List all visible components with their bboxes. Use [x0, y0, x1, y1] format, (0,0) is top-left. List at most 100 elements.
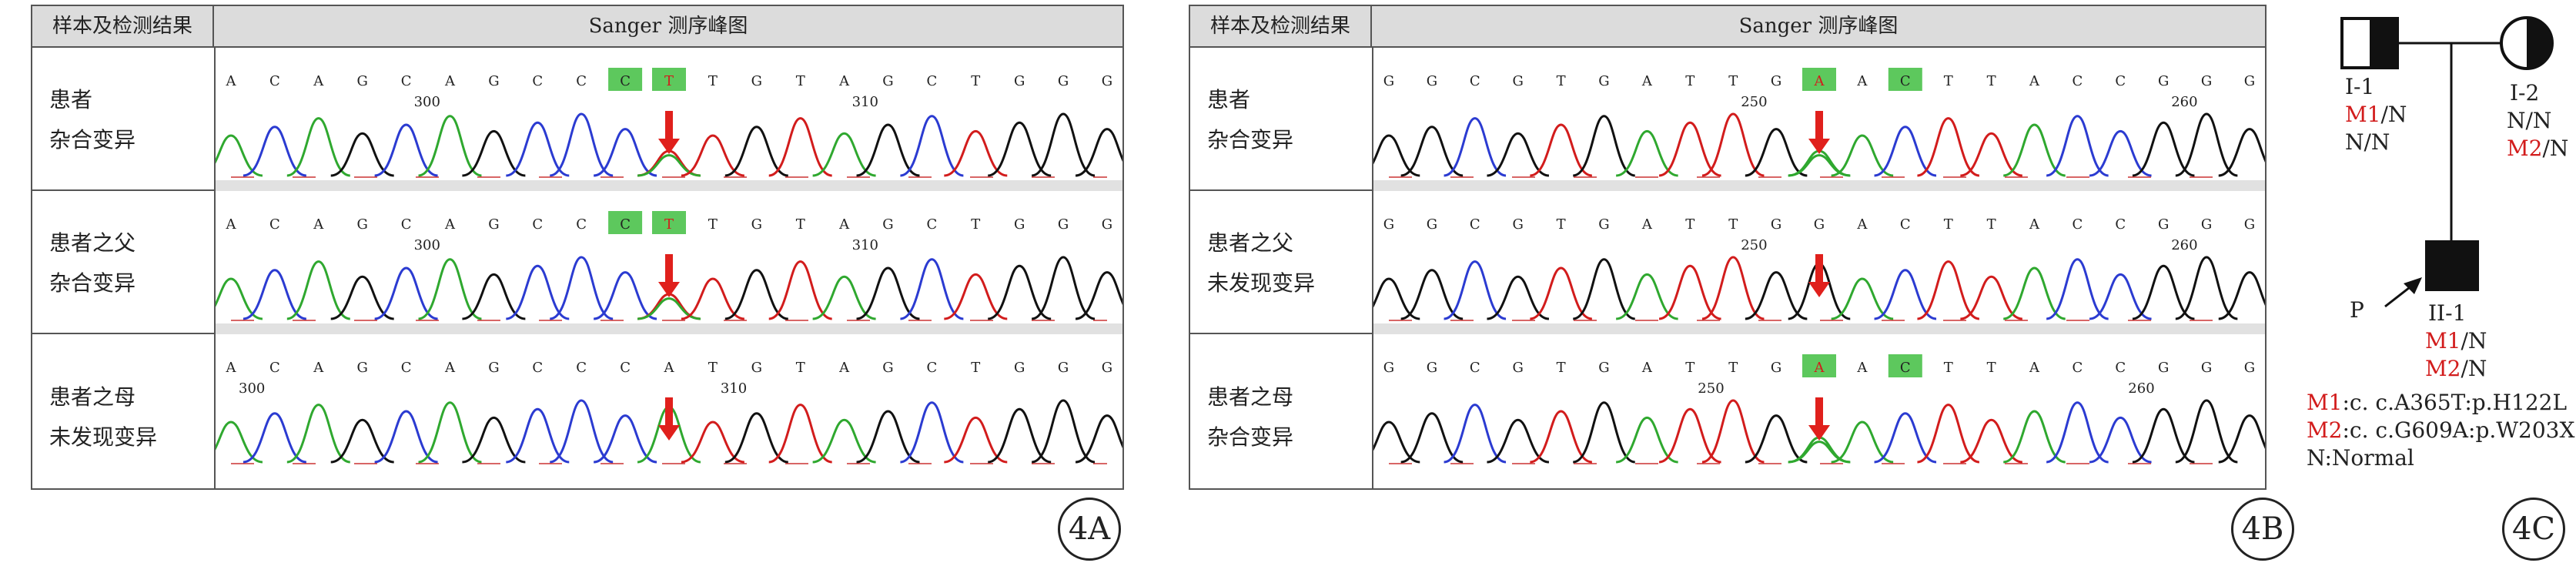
legend-text: :c. c.G609A:p.W203X — [2342, 417, 2575, 443]
trace-peak — [2175, 112, 2238, 177]
trace-peak — [1615, 273, 1678, 320]
row-mother-result: 未发现变异 — [49, 424, 158, 450]
highlight-base — [1888, 354, 1922, 377]
trace-peak — [1831, 134, 1894, 177]
panel-4b-badge: 4B — [2231, 498, 2294, 561]
position-tick: 260 — [2128, 380, 2154, 397]
base-call: A — [838, 216, 850, 233]
highlight-base — [1802, 68, 1836, 91]
trace-peak — [1960, 275, 2023, 320]
quality-bar — [1373, 180, 2265, 191]
base-call: G — [2244, 73, 2255, 89]
pedigree-i1-genotype-2: N/N — [2345, 129, 2390, 155]
trace-peak — [768, 117, 833, 177]
base-call: C — [2073, 216, 2083, 233]
base-call: C — [2115, 360, 2126, 376]
pedigree-i1-symbol — [2340, 17, 2399, 69]
base-call: T — [1944, 360, 1953, 376]
base-call: T — [1987, 216, 1996, 233]
base-call: C — [1470, 360, 1480, 376]
trace-peak — [1701, 399, 1765, 464]
trace-peak — [1031, 112, 1096, 177]
trace-peak — [1831, 277, 1894, 320]
trace-peak — [1444, 260, 1507, 320]
base-call: C — [1900, 360, 1911, 376]
quality-bar — [1373, 323, 2265, 334]
row-patient-result: 杂合变异 — [1207, 127, 1294, 152]
trace-peak — [1917, 260, 1980, 320]
base-call: G — [1383, 73, 1394, 89]
proband-arrowhead-icon — [2404, 277, 2422, 294]
trace-peak — [418, 258, 482, 320]
legend-tag: M2 — [2307, 417, 2343, 443]
base-call: T — [664, 216, 674, 233]
base-call: C — [1470, 73, 1480, 89]
position-tick: 260 — [2171, 94, 2197, 110]
trace-peak — [900, 115, 964, 177]
trace-peak — [374, 123, 438, 177]
base-call: G — [357, 73, 368, 89]
trace-peak — [462, 416, 526, 464]
base-call: G — [1383, 360, 1394, 376]
trace-peak — [1701, 256, 1765, 320]
base-call: G — [2244, 360, 2255, 376]
trace-peak — [681, 421, 745, 464]
row-patient-label: 患者 — [49, 87, 93, 112]
trace-peak — [681, 134, 745, 177]
proband-label: P — [2350, 297, 2364, 323]
base-call: G — [1513, 360, 1524, 376]
base-call: G — [1598, 73, 1609, 89]
trace-peak — [506, 121, 570, 177]
trace-peak — [286, 117, 351, 177]
trace-peak — [418, 401, 482, 464]
proband-arrow-icon — [2384, 283, 2414, 308]
highlight-base — [1888, 68, 1922, 91]
base-call: A — [1814, 73, 1825, 89]
base-call: G — [1058, 216, 1069, 233]
base-call: A — [444, 360, 456, 376]
trace-peak — [1444, 117, 1507, 177]
trace-peak — [1572, 258, 1636, 320]
highlight-base — [1802, 354, 1836, 377]
trace-peak — [2002, 123, 2066, 177]
base-call: T — [796, 73, 805, 89]
trace-peak — [593, 414, 657, 464]
base-call: A — [226, 216, 237, 233]
trace-peak — [1615, 129, 1678, 177]
trace-peak — [1400, 412, 1464, 464]
row-divider — [32, 333, 214, 334]
base-call: G — [1058, 73, 1069, 89]
base-call: G — [751, 360, 762, 376]
row-divider — [1190, 333, 1372, 334]
base-call: T — [1987, 360, 1996, 376]
row-mother-label: 患者之母 — [1207, 384, 1294, 410]
base-call: C — [532, 360, 543, 376]
trace-peak — [2132, 264, 2195, 320]
base-call: A — [2029, 360, 2040, 376]
base-call: G — [2244, 216, 2255, 233]
base-call: G — [1427, 73, 1437, 89]
base-call: A — [838, 360, 850, 376]
trace-peak — [2218, 271, 2265, 320]
base-call: G — [1771, 360, 1781, 376]
panel-4a-badge: 4A — [1058, 498, 1121, 561]
trace-peak — [987, 121, 1052, 177]
row-father-result: 未发现变异 — [1207, 270, 1316, 296]
base-call: T — [708, 216, 718, 233]
trace-peak — [1831, 421, 1894, 464]
base-call: A — [1814, 360, 1825, 376]
base-call: C — [1900, 73, 1911, 89]
base-call: T — [1728, 360, 1738, 376]
genotype-rest: /N — [2461, 356, 2487, 381]
row-divider — [32, 189, 214, 191]
pedigree-ii1-genotype-1: M1/N — [2425, 328, 2487, 354]
trace-peak — [216, 277, 263, 320]
trace-peak — [2175, 256, 2238, 320]
base-call: G — [488, 216, 499, 233]
base-call: G — [1014, 216, 1025, 233]
trace-peak — [1960, 132, 2023, 177]
trace-peak — [900, 258, 964, 320]
header-sample-results: 样本及检测结果 — [32, 6, 214, 46]
